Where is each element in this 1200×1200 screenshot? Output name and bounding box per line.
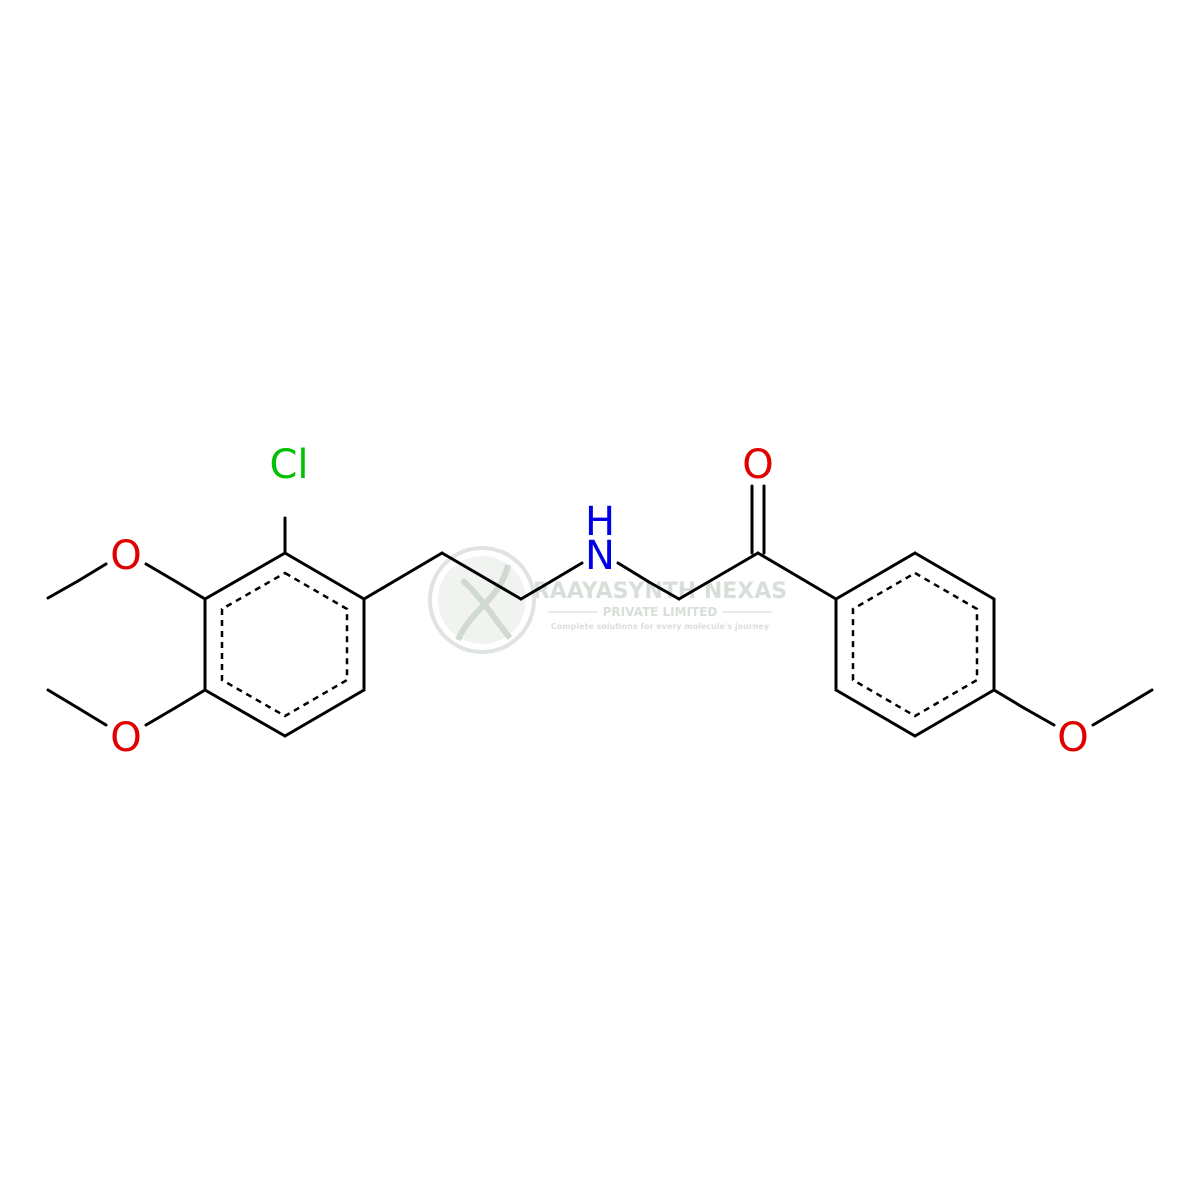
amine-hydrogen-label: H [585,499,615,545]
bond [913,688,996,738]
chlorine-atom-label: Cl [269,442,308,488]
watermark: RAAYASYNTH NEXAS PRIVATE LIMITED Complet… [428,546,787,654]
bond-methyl [1120,688,1154,710]
bond [203,551,287,601]
bond-methyl [46,579,80,600]
watermark-logo-helix [455,564,513,642]
bond-c-n [548,561,584,584]
bond-o-me [1022,706,1056,727]
bond [283,551,366,601]
methoxy-oxygen-top-label: O [110,533,141,579]
bond-o-me [76,706,108,727]
bond-o-me [144,562,177,583]
bond [834,688,917,738]
bond-n-c [647,580,681,601]
bond-c-o [992,688,1026,710]
bond [834,551,917,601]
aromatic-ring-inner [851,571,979,718]
watermark-subtitle: PRIVATE LIMITED [603,605,718,619]
bond-c-o [173,688,207,710]
watermark-company: RAAYASYNTH NEXAS [533,579,787,604]
watermark-logo-circle [428,546,536,654]
bond [203,688,287,738]
left-benzene-ring [203,551,366,738]
methoxy-oxygen-right-label: O [1057,715,1088,761]
bond-chain [362,551,444,601]
bond-chain [677,551,760,601]
bond-c-aryl [756,551,838,601]
bond-c-n [519,580,552,601]
bond-chain [440,551,523,601]
carbonyl-oxygen-label: O [742,442,773,488]
bond [283,688,366,738]
bond-o-me [144,706,177,727]
bond-o-me [1091,706,1124,727]
bond-c-o [173,579,207,601]
aromatic-ring-inner [220,571,349,718]
bond-o-me [76,562,108,583]
bond-methyl [46,688,80,710]
amine-nitrogen-label: N [585,533,615,579]
bond [913,551,996,601]
right-benzene-ring [834,551,996,738]
methoxy-oxygen-bottom-label: O [110,715,141,761]
bond-n-c [616,561,651,584]
watermark-tagline: Complete solutions for every molecule's … [551,622,770,631]
